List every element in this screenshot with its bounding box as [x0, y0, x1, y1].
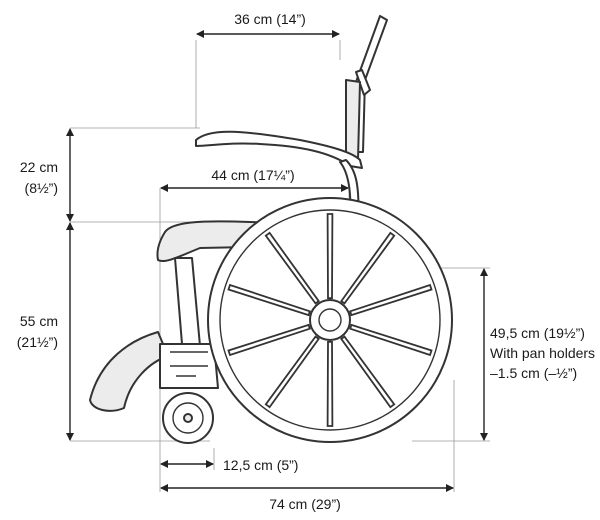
- wheel-spoke: [264, 231, 320, 305]
- wheelchair-illustration: [89, 15, 453, 444]
- armrest-height-label-1: 49,5 cm (19½”): [490, 325, 585, 341]
- wheel-spoke: [227, 323, 311, 357]
- seat-depth-label: 44 cm (17¼”): [211, 167, 295, 183]
- main-wheel: [207, 197, 453, 443]
- wheel-spoke: [349, 323, 433, 357]
- wheel-spoke: [326, 213, 334, 299]
- wheel-spoke: [227, 283, 311, 317]
- wheel-spoke: [349, 283, 433, 317]
- wheel-spoke: [340, 335, 396, 409]
- backrest-height-label-cm: 22 cm: [19, 159, 58, 175]
- seat-width-label: 36 cm (14”): [234, 11, 306, 27]
- seat-height-label-cm: 55 cm: [19, 313, 58, 329]
- wheel-spoke: [340, 231, 396, 305]
- seat-height-label-in: (21½”): [16, 334, 58, 350]
- caster-offset-label: 12,5 cm (5”): [223, 457, 299, 473]
- wheel-spoke: [264, 335, 320, 409]
- armrest-height-label-3: –1.5 cm (–½”): [490, 365, 578, 381]
- armrest-height-label-2: With pan holders: [490, 345, 596, 361]
- wheel-spoke: [326, 341, 334, 427]
- total-length-label: 74 cm (29”): [269, 496, 341, 512]
- backrest-height-label-in: (8½”): [24, 180, 58, 196]
- dimension-arrows: [66, 30, 488, 492]
